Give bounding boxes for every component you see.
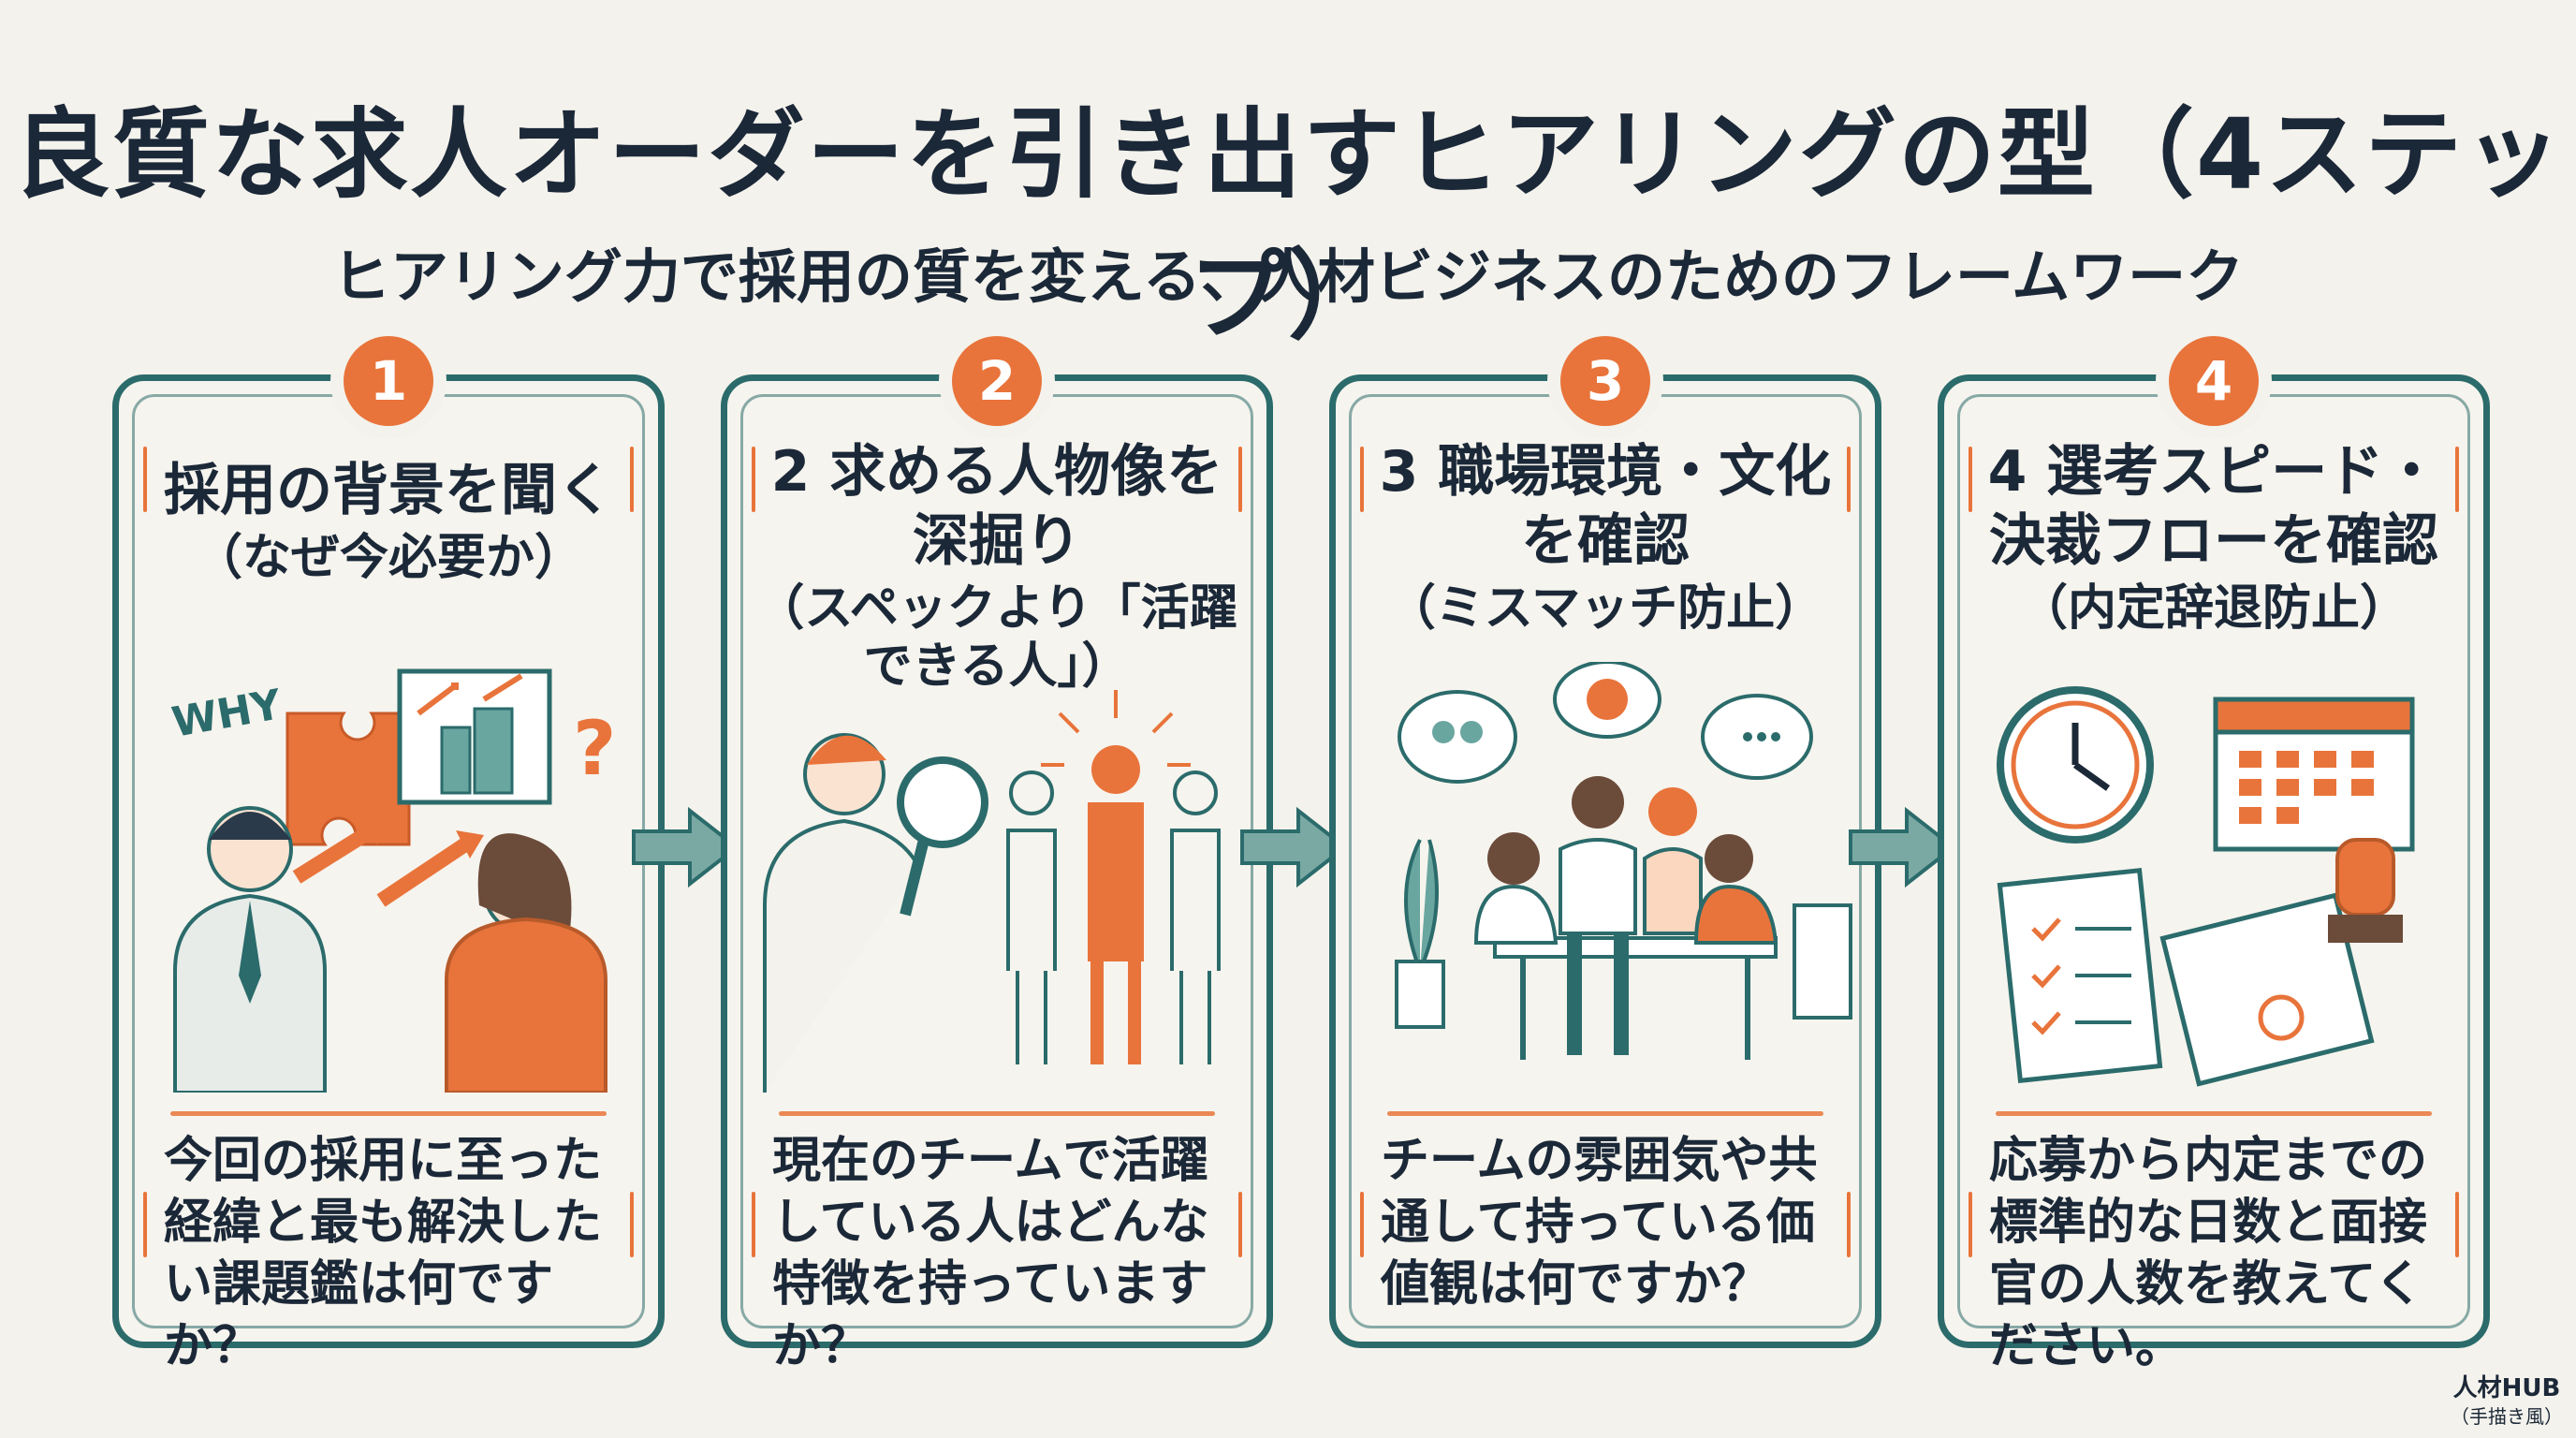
step-card-3: 3 3 職場環境・文化を確認 （ミスマッチ防止） bbox=[1329, 336, 1881, 1348]
team-meeting-office-icon bbox=[1364, 660, 1852, 1093]
step-number-badge: 4 bbox=[2169, 336, 2259, 426]
step-heading: 3 職場環境・文化を確認 （ミスマッチ防止） bbox=[1364, 437, 1847, 638]
step-question: 応募から内定までの標準的な日数と面接官の人数を教えてください。 bbox=[1989, 1133, 2428, 1374]
step-question: 今回の採用に至った経緯と最も解決したい課題鑑は何ですか？ bbox=[164, 1133, 603, 1374]
step-card-1: 1 採用の背景を聞く （なぜ今必要か） WHY ? 今回の採用に至っ bbox=[112, 336, 665, 1374]
step-subtitle: （ミスマッチ防止） bbox=[1386, 580, 1824, 637]
why-label: WHY bbox=[168, 681, 285, 747]
step-heading: 採用の背景を聞く （なぜ今必要か） bbox=[147, 456, 630, 587]
magnifying-glass-candidates-icon bbox=[755, 662, 1238, 1093]
step-title: 2 求める人物像を深掘り bbox=[770, 439, 1223, 574]
step-question: チームの雰囲気や共通して持っている価値観は何ですか？ bbox=[1381, 1133, 1818, 1313]
discussion-illustration-icon: WHY ? bbox=[147, 662, 630, 1094]
clock-calendar-checklist-stamp-icon bbox=[1972, 662, 2455, 1093]
brand-note: （手描き風） bbox=[2451, 1405, 2563, 1428]
step-subtitle: （内定辞退防止） bbox=[2018, 580, 2408, 637]
step-subtitle: （スペックより「活躍できる人」） bbox=[755, 580, 1238, 695]
brand-watermark: 人材HUB （手描き風） bbox=[2451, 1374, 2563, 1431]
step-number-badge: 3 bbox=[1560, 336, 1650, 426]
page-subtitle: ヒアリング力で採用の質を変える、人材ビジネスのためのフレームワーク bbox=[331, 242, 2245, 311]
step-title: 採用の背景を聞く bbox=[164, 458, 613, 523]
step-heading: 4 選考スピード・決裁フローを確認 （内定辞退防止） bbox=[1972, 437, 2455, 638]
step-number-badge: 1 bbox=[344, 336, 433, 426]
step-card-2: 2 2 求める人物像を深掘り （スペックより「活躍できる人」） 現在のチ bbox=[721, 336, 1273, 1374]
step-title: 3 職場環境・文化を確認 bbox=[1379, 439, 1832, 574]
step-question: 現在のチームで活躍している人はどんな特徴を持っていますか？ bbox=[772, 1133, 1209, 1374]
page-title: 良質な求人オーダーを引き出すヒアリングの型（4ステップ） bbox=[12, 97, 2564, 353]
arrow-right-icon bbox=[1846, 805, 1958, 889]
step-title: 4 選考スピード・決裁フローを確認 bbox=[1987, 439, 2440, 574]
step-heading: 2 求める人物像を深掘り （スペックより「活躍できる人」） bbox=[755, 437, 1238, 696]
step-subtitle: （なぜ今必要か） bbox=[193, 530, 583, 586]
step-number-badge: 2 bbox=[952, 336, 1042, 426]
step-card-4: 4 4 選考スピード・決裁フローを確認 （内定辞退防止） bbox=[1938, 336, 2490, 1374]
svg-text:?: ? bbox=[573, 705, 616, 792]
arrow-right-icon bbox=[1237, 805, 1350, 889]
brand-name: 人材HUB bbox=[2452, 1374, 2561, 1402]
arrow-right-icon bbox=[629, 805, 741, 889]
